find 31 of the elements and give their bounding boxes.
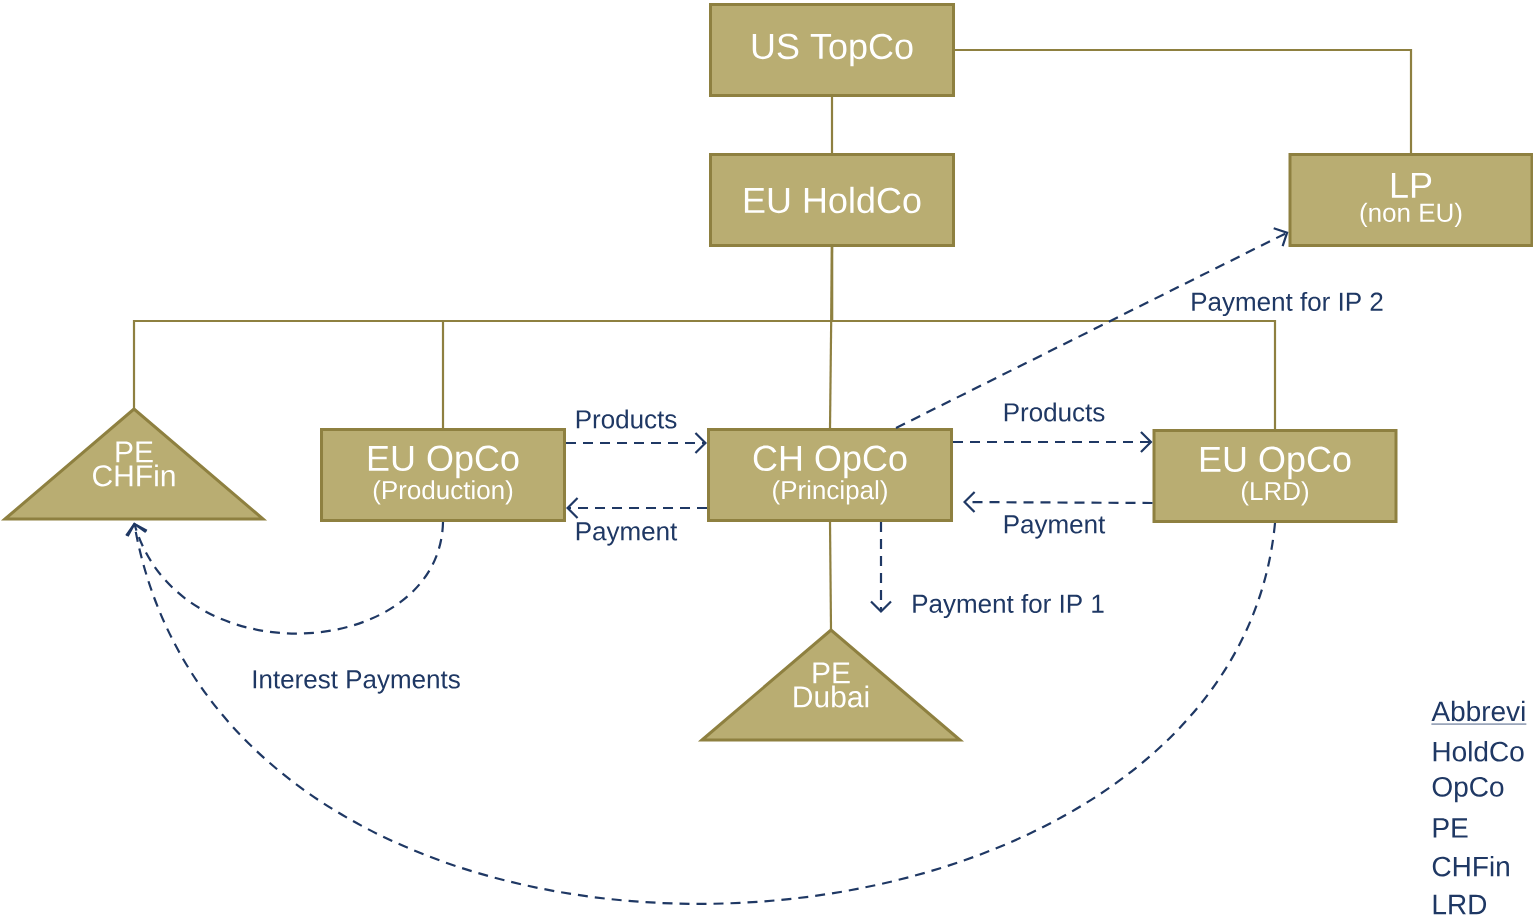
company-box: EU HoldCo [709, 153, 955, 247]
abbreviation: LRD [1433, 894, 1487, 915]
edge-label: Payment [572, 520, 680, 548]
note-text: Interest Payments [253, 670, 460, 694]
arrow [953, 431, 1153, 453]
company-box: CH OpCo (Principal) [707, 428, 953, 522]
edge-label: Payment for IP 2 [1188, 289, 1386, 319]
arrow [126, 521, 445, 635]
company-box: LP (non EU) [1288, 153, 1533, 247]
company-box: EU OpCo (LRD) [1152, 429, 1398, 523]
company-box: EU OpCo (Production) [320, 428, 566, 522]
edge-label: Products [572, 407, 680, 431]
company-box: US TopCo [709, 3, 955, 97]
arrow [566, 432, 707, 454]
edge-label: Payment for IP 1 [909, 591, 1107, 621]
abbreviation: PE [1433, 818, 1468, 838]
abbreviation: HoldCo [1433, 741, 1524, 762]
legend-heading: Abbrevi [1431, 700, 1527, 725]
connector-line [830, 97, 834, 153]
arrow [963, 491, 1153, 513]
connector-line [828, 522, 833, 630]
abbreviation: OpCo [1432, 776, 1504, 803]
arrow [870, 522, 892, 614]
connector-line [830, 247, 1277, 429]
connector-line [955, 48, 1413, 153]
arrow [125, 522, 1277, 905]
arrow [566, 497, 707, 519]
arrow [895, 227, 1289, 429]
abbreviation: CHFin [1432, 855, 1509, 877]
edge-label: Products [1000, 400, 1108, 424]
edge-label: Payment [1000, 513, 1108, 541]
